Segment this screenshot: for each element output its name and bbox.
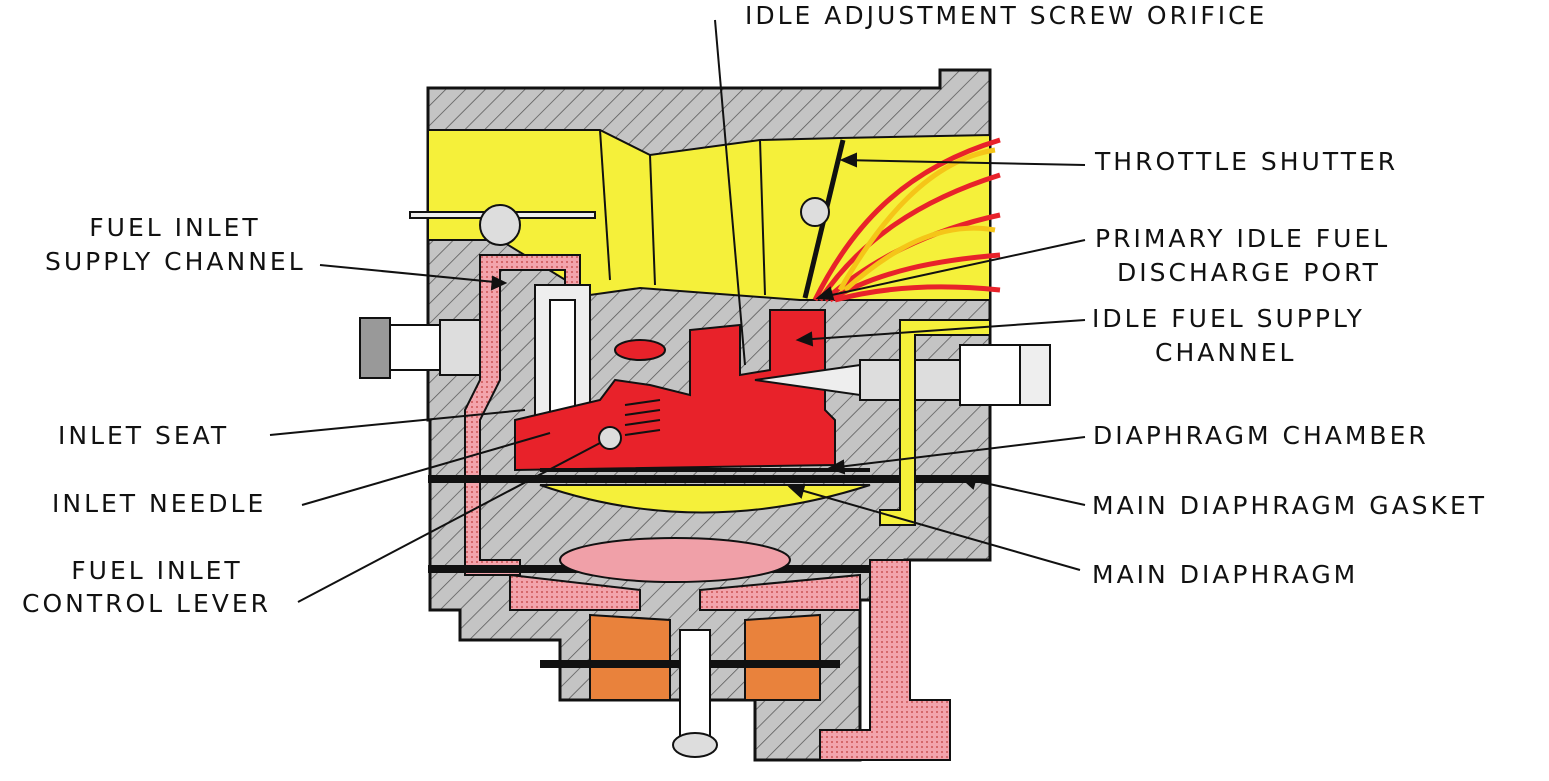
- pump-bolt: [679, 629, 711, 741]
- label-main-diaphragm: MAIN DIAPHRAGM: [1092, 560, 1359, 589]
- label-fuel-inlet-1: FUEL INLET: [89, 213, 261, 242]
- main-adjustment-screw: [359, 317, 391, 379]
- label-supply-channel: SUPPLY CHANNEL: [45, 247, 306, 276]
- label-throttle-shutter: THROTTLE SHUTTER: [1095, 147, 1399, 176]
- label-fuel-inlet-2: FUEL INLET: [71, 556, 243, 585]
- leader-lines: [269, 19, 1086, 603]
- label-primary-idle-fuel: PRIMARY IDLE FUEL: [1095, 224, 1391, 253]
- diaphragm-chamber: [514, 309, 836, 472]
- label-main-diaphragm-gasket: MAIN DIAPHRAGM GASKET: [1092, 491, 1488, 520]
- label-discharge-port: DISCHARGE PORT: [1117, 258, 1381, 287]
- label-inlet-needle: INLET NEEDLE: [52, 489, 267, 518]
- label-channel: CHANNEL: [1155, 338, 1297, 367]
- main-diaphragm: [539, 484, 871, 514]
- label-idle-fuel-supply: IDLE FUEL SUPPLY: [1092, 304, 1365, 333]
- fuel-pump-chamber: [589, 613, 671, 701]
- label-diaphragm-chamber: DIAPHRAGM CHAMBER: [1093, 421, 1429, 450]
- main-diaphragm-gasket: [428, 475, 990, 483]
- label-control-lever: CONTROL LEVER: [22, 589, 272, 618]
- label-idle-adjustment-screw-orifice: IDLE ADJUSTMENT SCREW ORIFICE: [745, 1, 1268, 30]
- label-inlet-seat: INLET SEAT: [58, 421, 230, 450]
- fuel-outlet-fitting: [819, 559, 951, 761]
- fuel-spray: [812, 137, 1001, 303]
